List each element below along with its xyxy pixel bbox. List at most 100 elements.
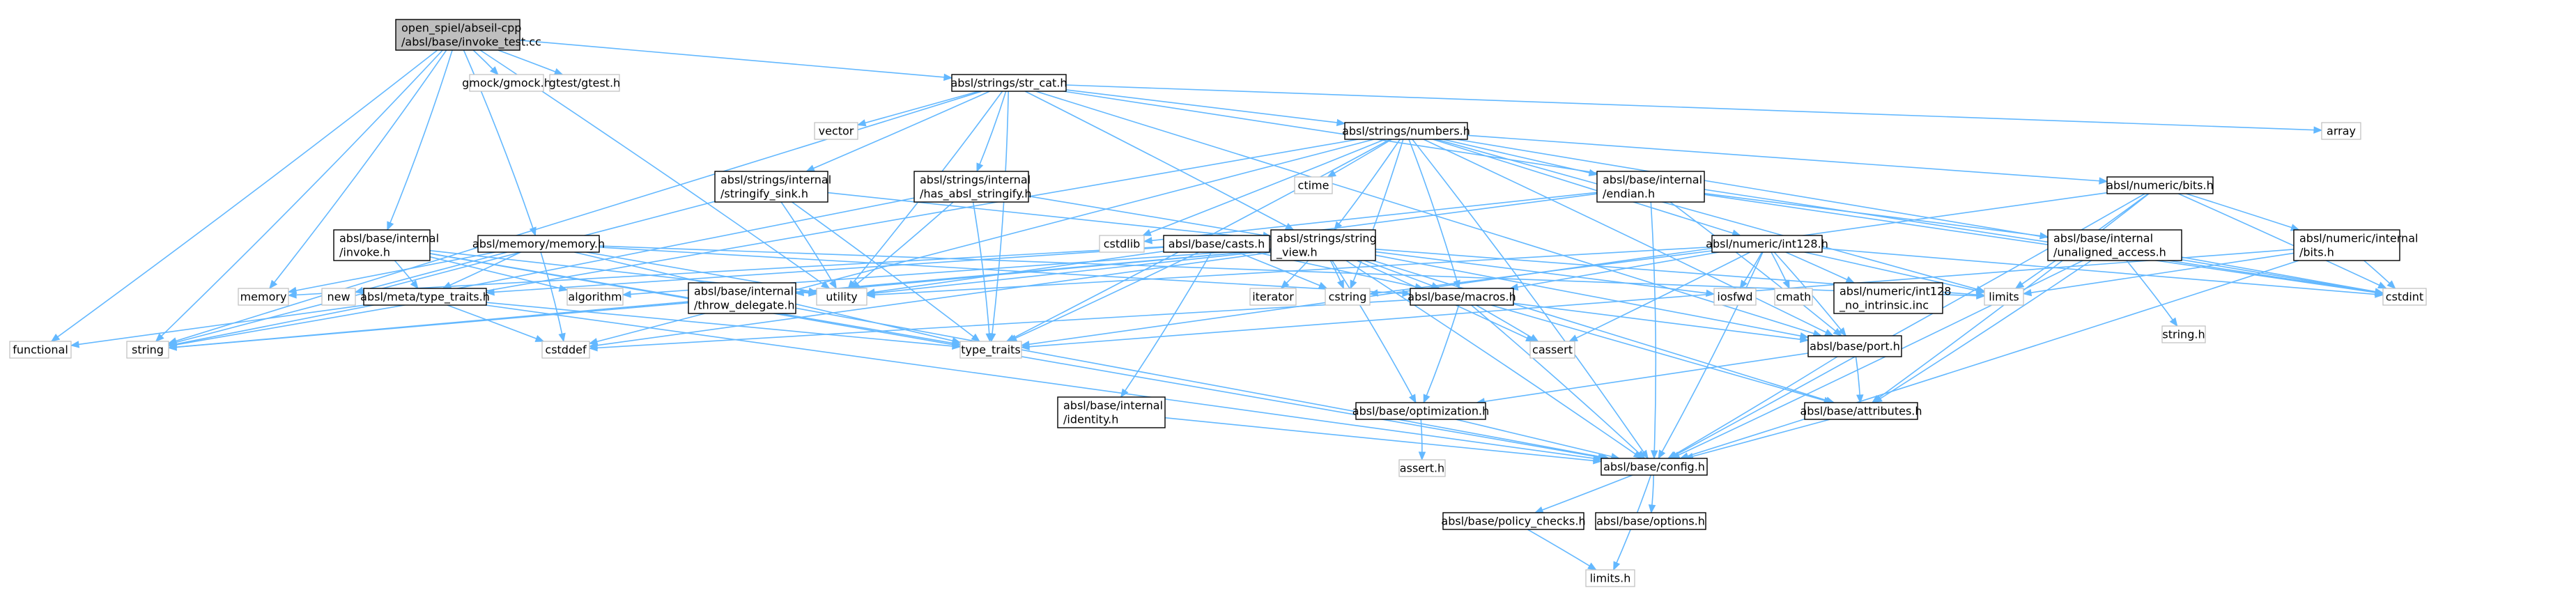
node-numbers[interactable]: absl/strings/numbers.h — [1342, 122, 1470, 140]
node-int128[interactable]: absl/numeric/int128.h — [1706, 235, 1828, 253]
node-memory-h[interactable]: absl/memory/memory.h — [472, 235, 605, 253]
node-box — [1774, 288, 1813, 306]
node-port[interactable]: absl/base/port.h — [1807, 335, 1902, 357]
node-box — [2293, 229, 2400, 261]
arrowhead-memory_h-to-memory — [287, 286, 298, 295]
arrowhead-type_traits_h-to-type_traits — [952, 342, 962, 350]
node-config[interactable]: absl/base/config.h — [1601, 458, 1708, 476]
node-root[interactable]: open_spiel/abseil-cpp/absl/base/invoke_t… — [395, 19, 541, 51]
node-label: absl/numeric/internal — [2299, 232, 2418, 245]
node-label: gmock/gmock.h — [462, 77, 551, 90]
edge-string_view-to-optimization — [1332, 260, 1417, 403]
arrowhead-numbers-to-cstdlib — [1141, 228, 1152, 236]
edge-numbers-to-cstdint — [1456, 139, 2384, 294]
node-box — [1595, 512, 1706, 530]
node-box — [1099, 235, 1145, 253]
node-throw-delegate[interactable]: absl/base/internal/throw_delegate.h — [688, 282, 796, 314]
arrowhead-numeric_internal_bits-to-cstdint — [2386, 280, 2396, 289]
node-int128-no-intrinsic[interactable]: absl/numeric/int128_no_intrinsic.inc — [1833, 282, 1951, 314]
node-label: absl/base/policy_checks.h — [1441, 515, 1585, 529]
edge-optimization-to-config — [1456, 419, 1619, 459]
arrowhead-memory_h-to-utility — [808, 287, 818, 295]
edge-string_view-to-config — [1345, 260, 1642, 459]
edge-root-to-gtest — [498, 49, 563, 75]
node-macros[interactable]: absl/base/macros.h — [1407, 288, 1516, 306]
arrowhead-identity-to-config — [1593, 457, 1603, 465]
arrowhead-root-to-utility — [820, 281, 831, 289]
arrowhead-macros-to-cassert — [1529, 334, 1539, 342]
node-internal-invoke[interactable]: absl/base/internal/invoke.h — [333, 229, 439, 261]
arrowhead-endian-to-config — [1650, 450, 1658, 460]
node-label: /unaligned_access.h — [2053, 246, 2166, 260]
arrowhead-str_cat-to-utility — [847, 279, 856, 290]
node-box — [1807, 335, 1902, 357]
node-string-view[interactable]: absl/strings/string_view.h — [1270, 229, 1377, 261]
node-identity[interactable]: absl/base/internal/identity.h — [1057, 396, 1166, 428]
arrowhead-config-to-options — [1648, 504, 1656, 514]
node-label: string — [132, 343, 164, 357]
node-label: vector — [819, 125, 854, 138]
edge-numbers-to-port — [1423, 139, 1834, 336]
node-box — [1294, 176, 1333, 194]
arrowhead-port-to-attributes — [1856, 394, 1864, 404]
edge-memory_h-to-cstddef — [540, 251, 564, 342]
node-attributes[interactable]: absl/base/attributes.h — [1800, 402, 1922, 420]
edge-unaligned_access-to-config — [1671, 260, 2083, 459]
arrowhead-int128-to-cassert — [1568, 334, 1578, 342]
edge-numbers-to-endian — [1442, 139, 1598, 176]
node-box — [816, 288, 867, 306]
node-type-traits-h[interactable]: absl/meta/type_traits.h — [360, 288, 490, 306]
node-label: gtest/gtest.h — [549, 77, 620, 90]
node-box — [1529, 341, 1575, 359]
node-label: array — [2327, 125, 2356, 138]
edge-throw_delegate-to-config — [795, 307, 1610, 459]
node-label: /stringify_sink.h — [720, 187, 808, 201]
edge-numbers-to-ctime — [1327, 139, 1392, 178]
node-policy-checks[interactable]: absl/base/policy_checks.h — [1441, 512, 1586, 530]
node-label: new — [327, 290, 350, 304]
arrowhead-memory_h-to-new — [354, 286, 364, 294]
arrowhead-macros-to-port — [1799, 335, 1810, 343]
node-optimization[interactable]: absl/base/optimization.h — [1352, 402, 1489, 420]
node-unaligned-access[interactable]: absl/base/internal/unaligned_access.h — [2047, 229, 2182, 261]
edge-int128-to-macros — [1510, 251, 1719, 289]
node-has-absl-stringify[interactable]: absl/strings/internal/has_absl_stringify… — [913, 171, 1032, 203]
node-utility: utility — [816, 288, 867, 306]
arrowhead-str_cat-to-has_absl_stringify — [976, 162, 984, 173]
edge-memory_h-to-macros — [599, 247, 1411, 295]
arrowhead-port-to-config — [1667, 451, 1677, 459]
edge-type_traits_h-to-config — [485, 304, 1602, 460]
node-box — [2321, 122, 2361, 140]
node-label: absl/base/optimization.h — [1352, 405, 1489, 418]
edge-port-to-optimization — [1476, 352, 1809, 403]
edge-numbers-to-int128 — [1433, 139, 1741, 236]
arrowhead-stringify_sink-to-utility — [829, 279, 837, 290]
node-stringify-sink[interactable]: absl/strings/internal/stringify_sink.h — [714, 171, 831, 203]
edge-unaligned_access-to-cstdint — [2181, 256, 2384, 294]
edge-root-to-memory — [269, 49, 447, 289]
edge-port-to-config — [1667, 356, 1838, 459]
node-numeric-internal-bits[interactable]: absl/numeric/internal/bits.h — [2293, 229, 2418, 261]
arrowhead-casts-to-type_traits_h — [485, 288, 495, 296]
node-label: ctime — [1298, 179, 1329, 192]
edge-string_view-to-cstddef — [589, 251, 1272, 348]
node-array: array — [2321, 122, 2361, 140]
arrowhead-memory_h-to-type_traits — [951, 336, 962, 345]
node-label: cassert — [1532, 343, 1573, 357]
node-str-cat[interactable]: absl/strings/str_cat.h — [950, 74, 1067, 92]
arrowhead-str_cat-to-numbers — [1336, 118, 1346, 127]
arrowhead-type_traits_h-to-functional — [70, 341, 80, 348]
edge-identity-to-config — [1164, 417, 1602, 463]
node-endian[interactable]: absl/base/internal/endian.h — [1596, 171, 1705, 203]
edge-root-to-str_cat — [519, 40, 952, 79]
node-label: string.h — [2162, 328, 2205, 341]
edge-casts-to-identity — [1120, 251, 1212, 398]
node-casts[interactable]: absl/base/casts.h — [1163, 235, 1270, 253]
arrowhead-numeric_internal_bits-to-type_traits — [1020, 343, 1030, 351]
node-options[interactable]: absl/base/options.h — [1595, 512, 1706, 530]
node-label: absl/strings/string — [1277, 232, 1377, 245]
arrowhead-has_absl_stringify-to-type_traits — [985, 333, 994, 343]
node-label: absl/base/port.h — [1810, 340, 1900, 353]
node-label: /bits.h — [2299, 246, 2334, 259]
node-numeric-bits[interactable]: absl/numeric/bits.h — [2106, 176, 2214, 194]
